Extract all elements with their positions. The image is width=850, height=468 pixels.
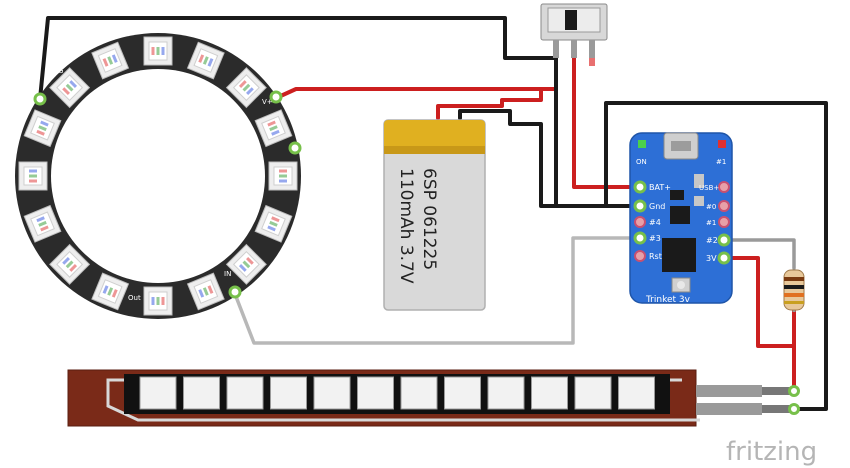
flex-segment [357,376,394,410]
label-3v: 3V [706,254,717,263]
trinket-name: Trinket 3v [645,295,691,305]
label-pin0: #0 [706,203,716,211]
flex-segment [618,376,655,410]
neopixel-led [18,161,48,191]
wire-trinket-pin2-to-resistor [722,238,796,270]
wire-gnd-right-rail [604,101,828,411]
neopixel-led [268,161,298,191]
wire-trinket-3v-to-flex [722,256,796,392]
label-on: ON [636,158,647,166]
neopixel-led [186,41,225,80]
pin-3v[interactable] [717,251,731,265]
neopixel-led [143,36,173,66]
neopixel-led [254,109,293,148]
ring-hole [51,69,265,283]
wire-switch-to-trinket-gnd [554,56,642,208]
wire-battery-black [458,109,558,208]
ring-pad-dout [288,141,302,155]
neopixel-led [91,272,130,311]
flex-segment [574,376,612,410]
fritzing-logo: fritzing [726,437,817,467]
wire-ring-gnd-to-switch [38,16,558,101]
flex-segment [313,376,351,410]
flex-segment [487,376,525,410]
flex-pad-2[interactable] [788,403,800,415]
switch-knob[interactable] [565,10,577,30]
ring-pad-gnd [33,92,47,106]
ring-label-dout: Out [128,294,141,302]
status-led [718,140,726,148]
label-pin1-top: #1 [716,158,726,166]
flex-segment [226,376,264,410]
wire-ring-din-to-trinket [233,236,642,345]
ring-label-gnd: G [58,67,63,75]
pin-bat[interactable] [633,180,647,194]
label-gnd: Gnd [649,202,665,211]
flex-sensor [67,369,800,427]
label-usb: USB+ [699,184,719,192]
slide-switch[interactable] [540,3,608,66]
flex-segment [444,376,481,410]
neopixel-led [225,243,267,285]
pin-gnd[interactable] [633,199,647,213]
pin-3[interactable] [633,231,647,245]
label-rst: Rst [649,252,662,261]
wires [38,16,828,411]
label-pin1: #1 [706,219,716,227]
ring-label-vin: V+ [262,98,273,106]
battery-label-line1: 6SP 061225 [419,168,439,270]
flex-segment [270,376,307,410]
pin-2[interactable] [717,233,731,247]
ring-label-din: IN [224,270,231,278]
pin-usb[interactable] [718,181,730,193]
neopixel-led [49,243,91,285]
flex-segment [183,376,220,410]
neopixel-led [91,41,130,80]
ring-pad-vplus [269,90,283,104]
mcu-chip [662,238,696,272]
pin-0[interactable] [718,200,730,212]
neopixel-led [23,109,62,148]
battery-label-line2: 110mAh 3.7V [396,168,416,284]
flex-segment [139,376,177,410]
label-pin4: #4 [649,218,661,227]
neopixel-led [254,204,293,243]
ring-pixels [18,36,298,316]
neopixel-led [225,67,267,109]
resistor [783,262,805,312]
neopixel-led [186,272,225,311]
trinket-board: ON #1 BAT+ Gnd #4 #3 Rst USB+ #0 #1 #2 3… [629,132,733,305]
lipo-battery: 6SP 061225 110mAh 3.7V [383,119,486,311]
flex-segment [400,376,438,410]
label-bat: BAT+ [649,183,671,192]
wire-battery-red [436,87,543,120]
flex-segment [531,376,568,410]
wire-ring-vplus-to-switch [272,56,558,101]
label-pin3: #3 [649,234,661,243]
power-led [638,140,646,148]
pin-4[interactable] [634,216,646,228]
neopixel-led [143,286,173,316]
ring-pad-din [228,285,242,299]
neopixel-ring: G V+ IN Out [15,33,302,319]
pin-1[interactable] [718,216,730,228]
neopixel-led [49,67,91,109]
flex-pad-1[interactable] [788,385,800,397]
pin-rst[interactable] [634,250,646,262]
flex-sensor-segments [139,376,655,410]
label-pin2: #2 [706,236,718,245]
wire-switch-to-trinket-bat [572,56,642,189]
neopixel-led [23,204,62,243]
